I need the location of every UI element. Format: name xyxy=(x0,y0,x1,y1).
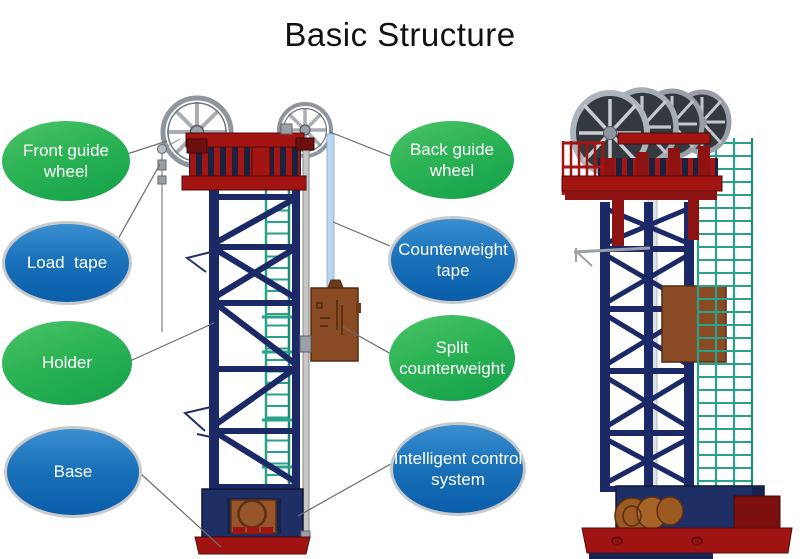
platform-3d xyxy=(561,132,723,246)
label-counterweight-tape: Counterweight tape xyxy=(388,216,518,304)
base-3d xyxy=(581,485,793,559)
label-back-guide-wheel: Back guide wheel xyxy=(390,121,514,199)
label-text: Load tape xyxy=(26,253,108,273)
tower-side-view xyxy=(156,95,361,555)
leader-load-tape xyxy=(112,163,161,249)
tower-perspective-view xyxy=(561,87,793,559)
label-intelligent-control-system: Intelligent control system xyxy=(390,422,526,516)
label-text: Base xyxy=(53,462,93,482)
label-text: Counterweight tape xyxy=(398,239,508,280)
label-text: Split counterweight xyxy=(399,337,505,378)
label-text: Front guide wheel xyxy=(23,140,109,181)
label-text: Intelligent control system xyxy=(393,448,523,489)
leader-back-guide-wheel xyxy=(329,131,394,158)
label-load-tape: Load tape xyxy=(2,221,132,305)
counterweight-tape-drawing xyxy=(326,133,335,289)
base-drawing xyxy=(194,488,311,555)
split-counterweight-drawing xyxy=(299,279,361,362)
leader-lines xyxy=(112,131,397,548)
label-front-guide-wheel: Front guide wheel xyxy=(2,121,130,201)
load-tape-drawing xyxy=(156,138,181,332)
label-holder: Holder xyxy=(2,321,132,405)
label-split-counterweight: Split counterweight xyxy=(389,315,515,401)
top-platform xyxy=(181,123,315,191)
leader-split-counterweight xyxy=(342,326,392,355)
label-base: Base xyxy=(4,426,142,518)
label-text: Holder xyxy=(41,353,93,373)
label-text: Back guide wheel xyxy=(409,139,495,180)
leader-intelligent-control-system xyxy=(297,460,397,517)
tower-truss xyxy=(209,186,300,490)
holder-brackets xyxy=(182,251,212,438)
leader-counterweight-tape xyxy=(332,221,391,247)
leader-holder xyxy=(129,322,215,362)
leader-front-guide-wheel xyxy=(126,140,168,155)
leader-base xyxy=(140,473,222,548)
page-title: Basic Structure xyxy=(284,16,516,53)
outrigger xyxy=(573,246,651,267)
